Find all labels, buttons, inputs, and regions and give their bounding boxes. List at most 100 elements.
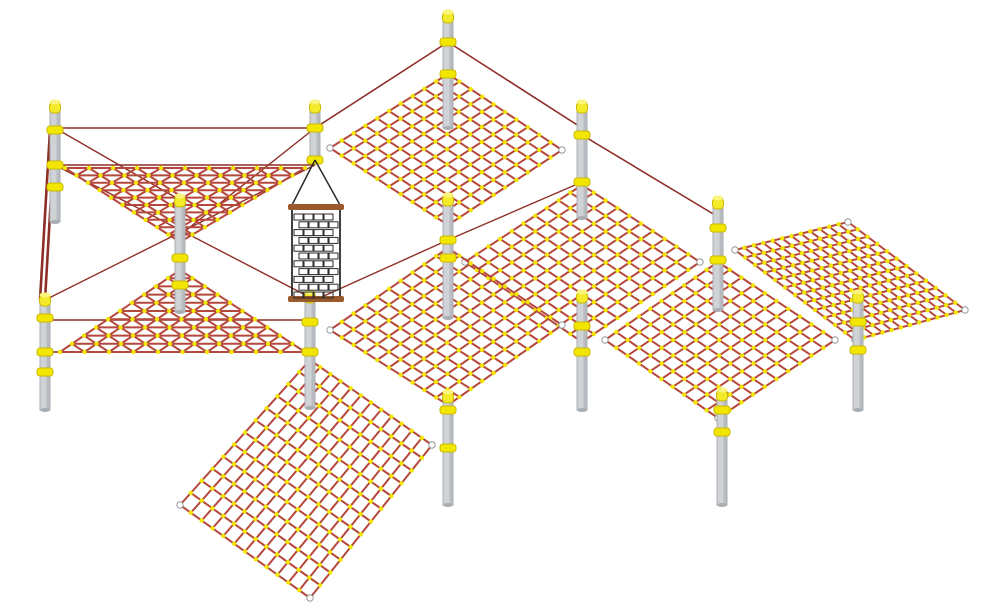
net-connector [228,333,234,338]
net-connector [433,379,439,385]
net-connector [386,138,391,144]
net-connector [221,533,226,539]
net-connector [386,169,392,174]
net-connector [808,229,813,234]
diagonal-rope [54,127,181,201]
net-connector [728,361,733,366]
net-connector [627,307,632,313]
net-connector [306,415,311,421]
net-connector [821,345,826,350]
net-connector [456,285,462,290]
post-right-back [573,99,591,220]
net-connector [368,400,374,405]
net-connector [263,504,269,509]
net-connector [817,226,822,232]
net-connector [603,213,608,219]
net-connector [109,180,115,185]
net-connector [831,302,836,308]
net-connector [916,320,922,325]
net-connector [739,384,744,389]
net-connector [363,123,368,128]
net-connector [215,292,220,297]
net-connector [548,315,553,320]
net-connector [502,362,508,368]
net-connector [895,275,900,281]
net-connector [693,322,699,327]
net-connector [444,340,450,345]
net-connector [363,318,368,324]
net-connector [444,147,450,152]
net-connector [199,498,204,503]
net-connector [421,309,426,314]
net-connector [832,322,838,328]
net-connector [895,266,900,271]
net-connector [889,327,894,333]
net-connector [670,353,676,358]
net-connector [358,511,363,517]
net-connector [274,492,279,497]
net-connector [145,188,150,193]
net-connector [444,131,450,137]
net-connector [636,345,642,350]
net-connector [398,101,403,106]
net-connector [121,188,126,193]
net-connector [467,324,473,329]
post-cap-top [852,289,864,295]
floor-net-right [601,258,839,422]
net-connector [837,251,843,256]
net-rope [232,167,269,192]
net-connector [409,448,414,453]
net-connector [375,295,380,300]
net-connector [108,195,114,200]
rope-clamp [171,253,189,263]
net-connector [914,271,919,276]
net-connector [739,306,745,311]
net-connector [337,398,343,403]
net-connector [146,173,151,178]
net-connector [132,195,138,200]
net-connector [716,322,722,327]
net-connector [398,161,403,167]
ladder-mesh-cell [318,268,329,276]
net-connector [789,233,794,239]
net-connector [285,420,290,426]
net-connector [468,308,473,313]
net-connector [81,333,87,338]
net-connector [468,192,473,198]
net-connector [615,252,620,258]
net-connector [491,117,496,122]
net-connector [521,268,526,273]
net-connector [865,234,870,239]
net-connector [614,330,619,335]
net-connector [898,325,904,330]
rope-clamp [709,255,727,265]
net-connector [468,277,473,282]
net-connector [410,124,415,129]
net-connector [847,268,853,273]
net-connector [752,252,757,258]
net-connector [953,300,958,305]
ladder-mesh-cell [298,283,309,291]
net-connector [742,255,748,260]
net-connector [433,332,438,338]
net-connector [886,288,892,293]
net-connector [398,131,403,136]
net-connector [693,337,699,343]
net-connector [650,244,656,250]
net-connector [491,132,496,137]
net-connector [662,268,667,273]
net-connector [648,337,653,343]
net-connector [410,94,415,99]
net-connector [409,317,415,323]
net-connector [229,180,235,185]
net-connector [739,337,745,343]
rope-clamp [301,317,319,327]
net-connector [871,332,876,338]
net-connector [422,387,427,393]
net-connector [772,277,778,283]
net-connector [544,252,550,258]
net-connector [479,284,485,290]
net-connector [682,345,687,350]
net-connector [456,269,462,274]
net-connector [762,369,768,374]
